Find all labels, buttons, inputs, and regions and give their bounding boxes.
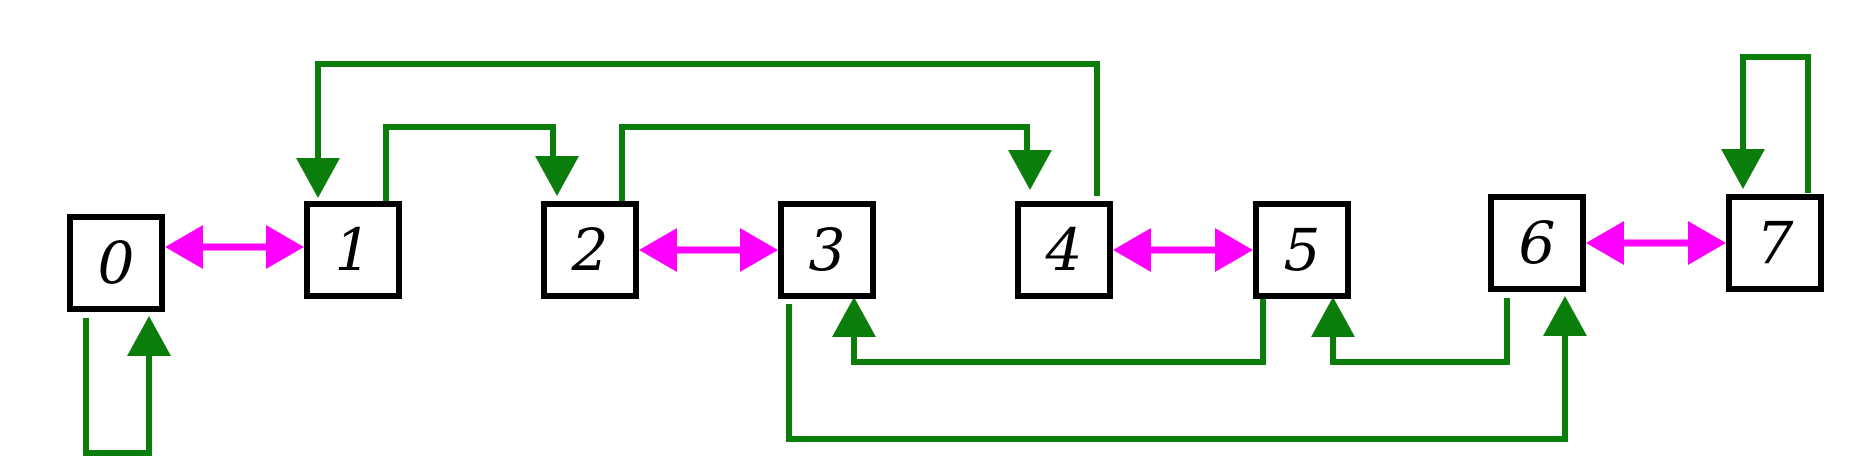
nodes: 0 1 2 3 4 5 6 7 bbox=[67, 194, 1824, 312]
arrowhead bbox=[127, 316, 171, 356]
node-3: 3 bbox=[778, 201, 876, 299]
node-label: 1 bbox=[335, 216, 372, 284]
arrowhead bbox=[535, 156, 579, 196]
arrowhead-right bbox=[740, 228, 778, 272]
node-box bbox=[778, 201, 876, 299]
node-4: 4 bbox=[1015, 201, 1113, 299]
node-label: 3 bbox=[809, 216, 846, 284]
arrow-path bbox=[83, 318, 152, 456]
node-2: 2 bbox=[541, 201, 639, 299]
node-label: 2 bbox=[571, 216, 609, 284]
node-label: 5 bbox=[1284, 216, 1321, 284]
arrowhead-left bbox=[1113, 228, 1151, 272]
arrow-path bbox=[619, 124, 1030, 202]
directed-arrow-0-0 bbox=[83, 316, 171, 456]
bidirectional-arrow-0-1 bbox=[165, 225, 304, 269]
arrowhead bbox=[1008, 150, 1052, 190]
arrowhead-right bbox=[1215, 228, 1253, 272]
arrow-path bbox=[383, 124, 556, 202]
node-label: 4 bbox=[1045, 216, 1083, 284]
arrowhead bbox=[296, 158, 340, 198]
node-label: 0 bbox=[98, 229, 135, 297]
directed-arrow-3-6 bbox=[786, 296, 1587, 442]
node-label: 7 bbox=[1757, 209, 1794, 277]
node-box bbox=[1726, 194, 1824, 292]
arrowhead bbox=[832, 297, 876, 337]
node-box bbox=[541, 201, 639, 299]
arrow-path bbox=[1740, 54, 1811, 193]
bidirectional-arrow-6-7 bbox=[1586, 221, 1726, 265]
arrowhead-right bbox=[1688, 221, 1726, 265]
arrowhead-right bbox=[266, 225, 304, 269]
directed-arrow-1-2 bbox=[383, 124, 579, 202]
bidirectional-arrow-2-3 bbox=[639, 228, 778, 272]
arrowhead-left bbox=[1586, 221, 1624, 265]
directed-arrow-2-4 bbox=[619, 124, 1052, 202]
node-box bbox=[1253, 201, 1351, 299]
directed-arrow-6-5 bbox=[1311, 297, 1510, 365]
arrowhead-left bbox=[639, 228, 677, 272]
node-box bbox=[1488, 194, 1586, 292]
arrow-path bbox=[1330, 298, 1510, 365]
node-0: 0 bbox=[67, 214, 165, 312]
node-label: 6 bbox=[1519, 209, 1556, 277]
node-box bbox=[67, 214, 165, 312]
node-1: 1 bbox=[304, 201, 402, 299]
directed-arrow-5-3 bbox=[832, 297, 1266, 365]
arrowhead bbox=[1721, 149, 1765, 189]
arrow-path bbox=[786, 304, 1568, 442]
directed-arrow-4-1 bbox=[296, 61, 1100, 198]
bidirectional-edges bbox=[165, 221, 1726, 272]
node-box bbox=[304, 201, 402, 299]
directed-arrow-7-7 bbox=[1721, 54, 1811, 193]
node-7: 7 bbox=[1726, 194, 1824, 292]
arrowhead bbox=[1311, 297, 1355, 337]
directed-edges bbox=[83, 54, 1811, 456]
bidirectional-arrow-4-5 bbox=[1113, 228, 1253, 272]
node-box bbox=[1015, 201, 1113, 299]
node-5: 5 bbox=[1253, 201, 1351, 299]
arrowhead bbox=[1543, 296, 1587, 336]
arrowhead-left bbox=[165, 225, 203, 269]
arrow-path bbox=[315, 61, 1100, 196]
arrow-path bbox=[851, 298, 1266, 365]
node-6: 6 bbox=[1488, 194, 1586, 292]
